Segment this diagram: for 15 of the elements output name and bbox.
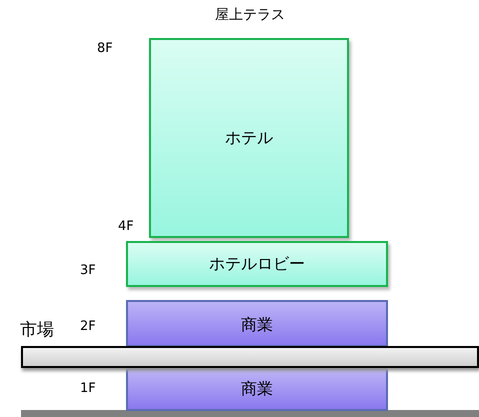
commerce-box [126, 300, 388, 347]
commerce-box [126, 368, 388, 411]
room-label: ホテルロビー [209, 254, 305, 274]
roof-terrace-label: 屋上テラス [215, 6, 285, 24]
room-label: ホテル [225, 128, 273, 148]
hotel-box [149, 38, 349, 238]
lobby-box [126, 241, 388, 287]
floor-label: 2F [80, 318, 96, 334]
floor-label: 4F [118, 218, 134, 234]
room-label: 商業 [241, 379, 273, 400]
market-label: 市場 [20, 319, 54, 341]
room-label: 商業 [241, 315, 273, 336]
floor-label: 1F [80, 380, 96, 396]
floor-label: 8F [97, 40, 113, 56]
floor-label: 3F [80, 262, 96, 278]
